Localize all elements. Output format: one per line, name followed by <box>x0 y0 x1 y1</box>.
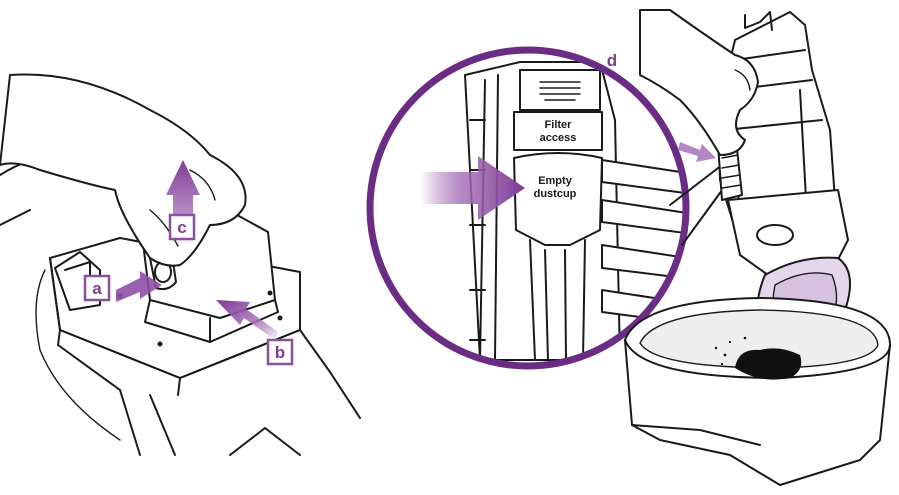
callout-a-label: a <box>92 279 102 298</box>
callout-d-label: d <box>607 51 617 70</box>
callout-a: a <box>85 276 109 300</box>
purple-arrow-icon <box>678 142 716 162</box>
callout-b-label: b <box>275 343 285 362</box>
left-vacuum-illustration <box>0 74 360 455</box>
svg-text:Filter: Filter <box>545 119 573 131</box>
callout-c: c <box>170 215 194 239</box>
svg-text:dustcup: dustcup <box>534 188 577 200</box>
svg-text:access: access <box>540 132 577 144</box>
empty-dustcup-label: Empty dustcup <box>534 175 577 200</box>
callout-b: b <box>268 340 292 364</box>
filter-access-label: Filter access <box>540 119 577 144</box>
svg-text:Empty: Empty <box>538 175 573 187</box>
callout-c-label: c <box>177 218 186 237</box>
